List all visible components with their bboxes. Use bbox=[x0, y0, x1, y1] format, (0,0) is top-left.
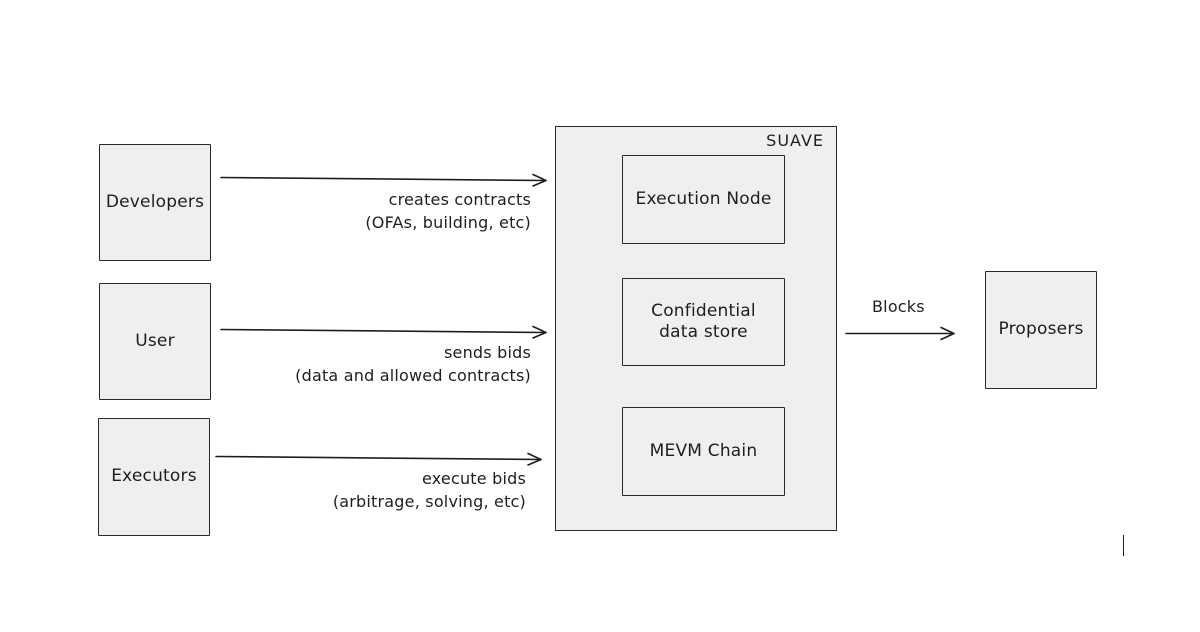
developers-box: Developers bbox=[99, 144, 211, 261]
user-box: User bbox=[99, 283, 211, 400]
arrow-executors-to-suave bbox=[215, 452, 542, 466]
text-cursor-mark bbox=[1123, 535, 1124, 556]
developers-edge-label-line1: creates contracts bbox=[388, 190, 531, 209]
mevm-chain-label: MEVM Chain bbox=[649, 440, 758, 461]
suave-title: SUAVE bbox=[766, 131, 824, 150]
execution-node-box: Execution Node bbox=[622, 155, 785, 244]
user-edge-label-line2: (data and allowed contracts) bbox=[295, 366, 531, 385]
proposers-label: Proposers bbox=[998, 319, 1084, 340]
developers-label: Developers bbox=[105, 191, 205, 212]
developers-edge-label: creates contracts (OFAs, building, etc) bbox=[365, 188, 531, 234]
execution-node-label: Execution Node bbox=[635, 188, 772, 209]
mevm-chain-box: MEVM Chain bbox=[622, 407, 785, 496]
confidential-data-store-box: Confidential data store bbox=[622, 278, 785, 366]
executors-box: Executors bbox=[98, 418, 210, 536]
executors-label: Executors bbox=[111, 466, 197, 487]
executors-edge-label-line1: execute bids bbox=[421, 469, 526, 488]
arrow-user-to-suave bbox=[220, 325, 547, 339]
user-edge-label: sends bids (data and allowed contracts) bbox=[295, 341, 531, 387]
user-label: User bbox=[135, 330, 175, 351]
user-edge-label-line1: sends bids bbox=[444, 343, 531, 362]
confidential-data-store-label: Confidential data store bbox=[651, 300, 756, 342]
arrow-suave-to-proposers bbox=[845, 326, 955, 341]
blocks-edge-label-line1: Blocks bbox=[872, 297, 925, 316]
executors-edge-label-line2: (arbitrage, solving, etc) bbox=[332, 492, 526, 511]
arrow-developers-to-suave bbox=[220, 173, 547, 187]
developers-edge-label-line2: (OFAs, building, etc) bbox=[365, 213, 531, 232]
blocks-edge-label: Blocks bbox=[872, 295, 925, 318]
executors-edge-label: execute bids (arbitrage, solving, etc) bbox=[333, 467, 526, 513]
proposers-box: Proposers bbox=[985, 271, 1097, 389]
